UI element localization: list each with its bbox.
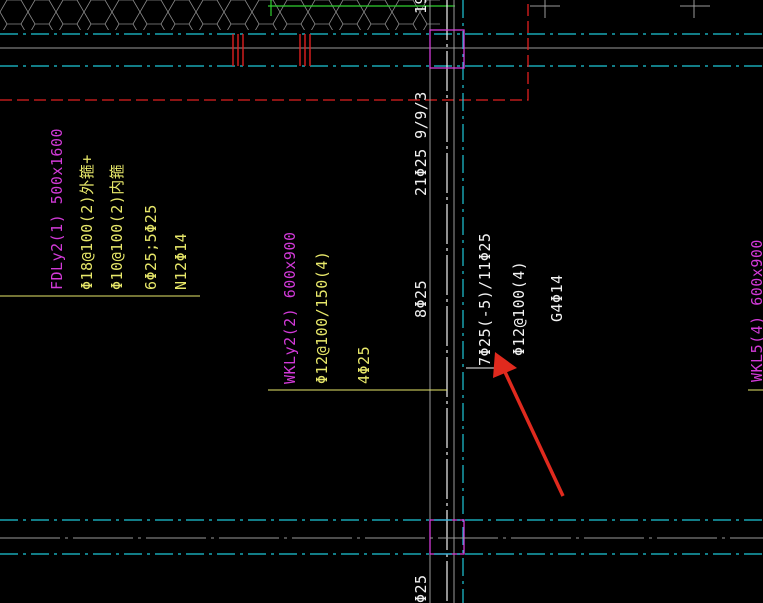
fdly2-side-bars: N12Φ14 xyxy=(172,233,190,290)
column-bars-top: 21Φ25 9/9/3 xyxy=(412,91,430,196)
wkly2-name: WKLy2(2) 600x900 xyxy=(281,232,299,385)
column-bars-bottom: Φ25 xyxy=(412,574,430,603)
fdly2-name: FDLy2(1) 500x1600 xyxy=(48,128,66,290)
support-bars: 7Φ25(-5)/11Φ25 xyxy=(476,233,494,366)
wkly2-stirrup: Φ12@100/150(4) xyxy=(313,251,331,384)
red-boundary xyxy=(0,0,529,101)
wkly2-top-bars: 4Φ25 xyxy=(355,346,373,384)
column-bars-mid: 8Φ25 xyxy=(412,280,430,318)
support-stirrup: Φ12@100(4) xyxy=(510,261,528,356)
fdly2-stirrup-inner: Φ10@100(2)内箍 xyxy=(108,164,126,290)
top-cut-number: 19 xyxy=(412,0,430,14)
red-arrow-icon xyxy=(493,352,565,497)
column-box-top xyxy=(429,29,465,69)
fdly2-stirrup-outer: Φ18@100(2)外箍+ xyxy=(78,154,96,290)
right-beam-name: WKL5(4) 600x900 xyxy=(748,239,763,382)
hatch-area xyxy=(0,0,440,30)
crosshair-icon xyxy=(530,0,710,18)
red-rebar-marks xyxy=(232,34,311,66)
fdly2-longitudinal: 6Φ25;5Φ25 xyxy=(142,204,160,290)
support-side-bars: G4Φ14 xyxy=(548,274,566,322)
